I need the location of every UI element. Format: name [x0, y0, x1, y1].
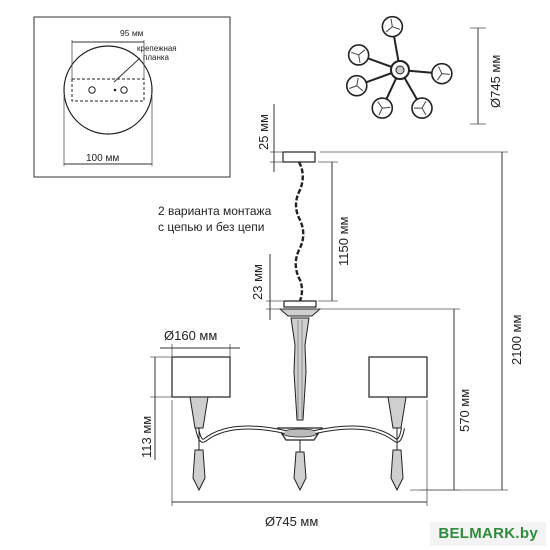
center-mark: [113, 88, 117, 92]
screw-hole-left: [88, 86, 96, 94]
top-view-shade-spoke: [392, 26, 401, 30]
top-view-shade-spoke: [421, 100, 427, 109]
top-view-diameter-label: Ø745 мм: [488, 55, 503, 108]
top-view-shade-spoke: [390, 18, 393, 27]
top-view-shade-spoke: [356, 85, 364, 92]
top-view-shade-spoke: [350, 51, 359, 56]
body-height-label: 570 мм: [457, 389, 472, 432]
center-stem: [290, 317, 310, 421]
note-line2: с цепью и без цепи: [158, 220, 264, 234]
chain-length-label: 1150 мм: [336, 216, 351, 266]
right-shade: [368, 356, 428, 398]
bracket-label-line1: крепежная: [137, 44, 177, 53]
top-view-shade-spoke: [438, 66, 443, 74]
top-view-hub-center: [395, 65, 405, 75]
belmark-logo: BELMARK.by: [438, 525, 538, 542]
top-view-shade-spoke: [358, 49, 366, 56]
top-view-shade-spoke: [356, 77, 359, 86]
canopy-circle: [63, 45, 153, 135]
bracket-leader: [113, 57, 141, 83]
joint-height-label: 23 мм: [250, 264, 265, 300]
right-pendant: [390, 449, 404, 492]
top-view-shade-spoke: [382, 106, 391, 109]
mounting-bracket: [71, 78, 145, 102]
suspension: [278, 151, 322, 317]
top-view-shade-spoke: [441, 73, 450, 75]
overall-width-label: Ø745 мм: [265, 514, 318, 529]
right-holder: [387, 396, 407, 429]
ceiling-canopy: [282, 151, 316, 163]
top-view-shade-spoke: [358, 54, 361, 63]
left-holder: [189, 396, 209, 429]
canopy-width-label: 100 мм: [86, 153, 119, 164]
top-view-shade-spoke: [349, 85, 357, 89]
shade-diameter-label: Ø160 мм: [164, 328, 217, 343]
center-pendant: [293, 451, 307, 492]
left-pendant: [192, 449, 206, 492]
top-view-shade-spoke: [377, 101, 383, 109]
top-view-shade-spoke: [421, 107, 427, 116]
bracket-width-label: 95 мм: [120, 28, 144, 38]
screw-hole-right: [120, 86, 128, 94]
right-lamp: [368, 356, 428, 492]
logo-badge: BELMARK.by: [430, 522, 546, 546]
top-view-shade-spoke: [436, 73, 443, 81]
top-view-shade-spoke: [378, 107, 383, 116]
mount-detail: 95 мм крепежная планка 100 мм: [33, 16, 231, 178]
top-disc: [278, 308, 322, 317]
note-line1: 2 варианта монтажа: [158, 204, 272, 218]
central-column: [276, 317, 324, 492]
shade-height-label: 113 мм: [139, 416, 154, 458]
top-cup: [283, 300, 317, 308]
left-shade: [171, 356, 231, 398]
bracket-label-line2: планка: [143, 53, 170, 62]
chain: [294, 161, 305, 302]
top-view-shade-spoke: [385, 26, 393, 33]
total-height-label: 2100 мм: [509, 315, 524, 365]
top-view: [345, 15, 453, 119]
canopy-height-label: 25 мм: [256, 114, 271, 150]
left-lamp: [171, 356, 231, 492]
